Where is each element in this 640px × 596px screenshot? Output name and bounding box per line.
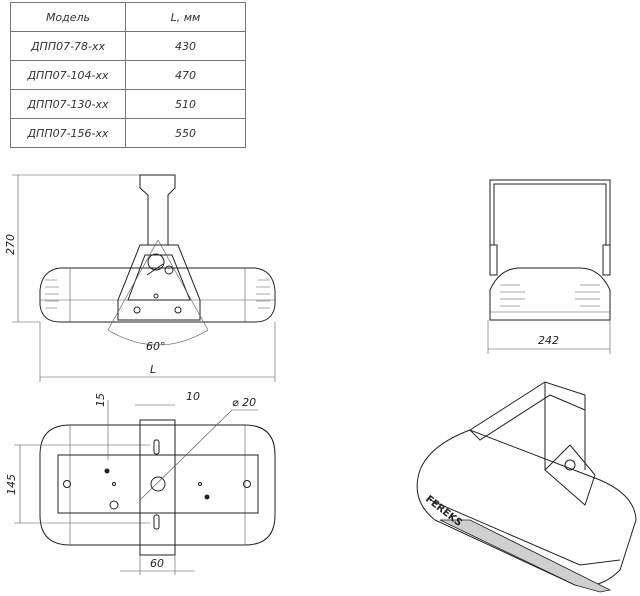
model-cell: ДПП07-130-хх xyxy=(10,89,126,119)
header-length: L, мм xyxy=(125,2,246,32)
length-cell: 550 xyxy=(125,118,246,148)
width-dimension: 242 xyxy=(538,334,559,347)
top-view: 15 10 ⌀ 20 145 60 xyxy=(5,390,276,575)
side-view: 242 xyxy=(487,179,611,354)
length-cell: 510 xyxy=(125,89,246,119)
plate-width-dimension: 60 xyxy=(150,557,164,570)
angle-dimension: 60° xyxy=(146,340,166,353)
header-model: Модель xyxy=(10,2,126,32)
length-cell: 430 xyxy=(125,31,246,61)
slot-width-dimension: 10 xyxy=(186,390,200,403)
front-view: 60° 270 L xyxy=(4,174,276,382)
length-cell: 470 xyxy=(125,60,246,90)
slot-dimension: 15 xyxy=(94,393,107,407)
model-cell: ДПП07-156-хх xyxy=(10,118,126,148)
isometric-view: FEREKS xyxy=(416,381,637,593)
height-dimension: 270 xyxy=(4,234,17,255)
mount-spacing-dimension: 145 xyxy=(5,474,18,495)
table-header-row: Модель L, мм xyxy=(10,2,246,32)
hole-dimension: ⌀ 20 xyxy=(232,396,256,409)
length-dimension: L xyxy=(150,363,156,376)
